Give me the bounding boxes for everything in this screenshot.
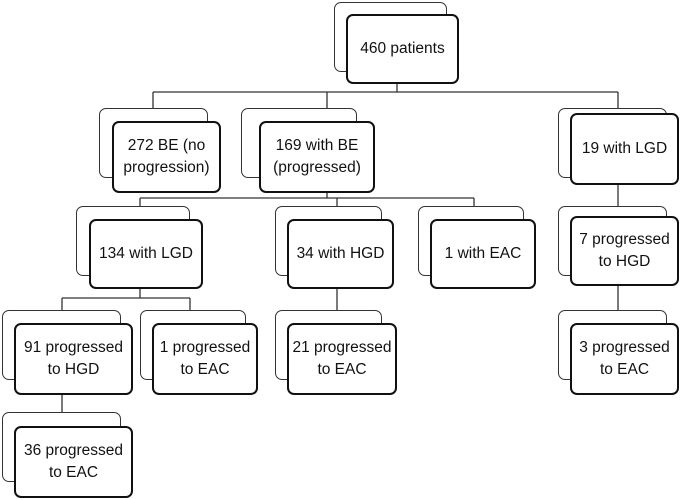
- node-eac-21-label: 21 progressed to EAC: [287, 323, 397, 395]
- node-hgd-34-label: 34 with HGD: [287, 219, 394, 289]
- node-hgd-7-label: 7 progressed to HGD: [570, 216, 679, 286]
- node-eac-1p-label: 1 progressed to EAC: [152, 323, 258, 395]
- node-eac-36-label: 36 progressed to EAC: [14, 426, 133, 498]
- node-root-label: 460 patients: [346, 14, 459, 84]
- node-lgd-134-label: 134 with LGD: [89, 219, 203, 289]
- node-eac-3-label: 3 progressed to EAC: [570, 323, 679, 395]
- node-lgd-19-label: 19 with LGD: [570, 113, 679, 185]
- node-hgd-91-label: 91 progressed to HGD: [14, 323, 133, 395]
- node-no-progression-label: 272 BE (no progression): [112, 121, 221, 193]
- node-progressed-label: 169 with BE (progressed): [259, 121, 375, 193]
- node-eac-1-label: 1 with EAC: [430, 219, 536, 289]
